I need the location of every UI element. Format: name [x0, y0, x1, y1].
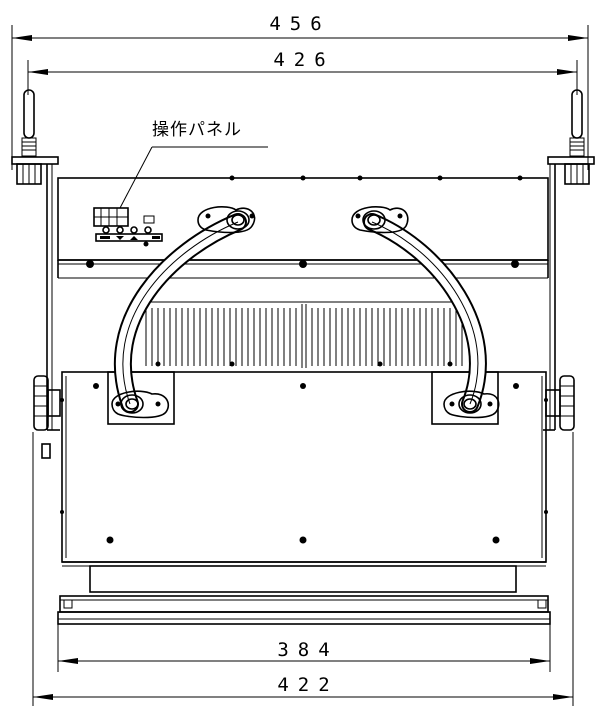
panel-button — [116, 226, 124, 234]
panel-button — [144, 226, 152, 234]
left-mounting-bolt — [11, 89, 59, 185]
screw — [299, 260, 307, 268]
screw — [86, 260, 94, 268]
dimension-384: 384 — [57, 624, 551, 672]
dimension-422-label: 422 — [277, 674, 338, 696]
heat-sink-fins — [144, 301, 466, 368]
screw — [511, 260, 519, 268]
left-tilt-knob — [33, 375, 61, 431]
dimension-456-label: 456 — [269, 13, 330, 35]
dimension-426: 426 — [27, 49, 578, 95]
control-panel-callout: 操作パネル — [119, 120, 268, 209]
top-housing — [57, 175, 549, 279]
right-mounting-bolt — [547, 89, 595, 185]
light-window — [89, 565, 517, 593]
dimension-456: 456 — [11, 13, 589, 170]
panel-button — [102, 226, 110, 234]
panel-button — [130, 226, 138, 234]
screw — [299, 536, 307, 544]
screw — [106, 536, 114, 544]
dimension-384-label: 384 — [277, 639, 338, 661]
operation-panel — [93, 207, 163, 247]
front-lens — [57, 561, 551, 625]
screw — [492, 536, 500, 544]
control-panel-label: 操作パネル — [152, 120, 242, 140]
left-handle — [111, 206, 256, 419]
right-handle — [351, 206, 500, 419]
handle-boss-plates — [107, 371, 499, 425]
dimension-422: 422 — [32, 432, 574, 706]
dimension-426-label: 426 — [273, 49, 334, 71]
